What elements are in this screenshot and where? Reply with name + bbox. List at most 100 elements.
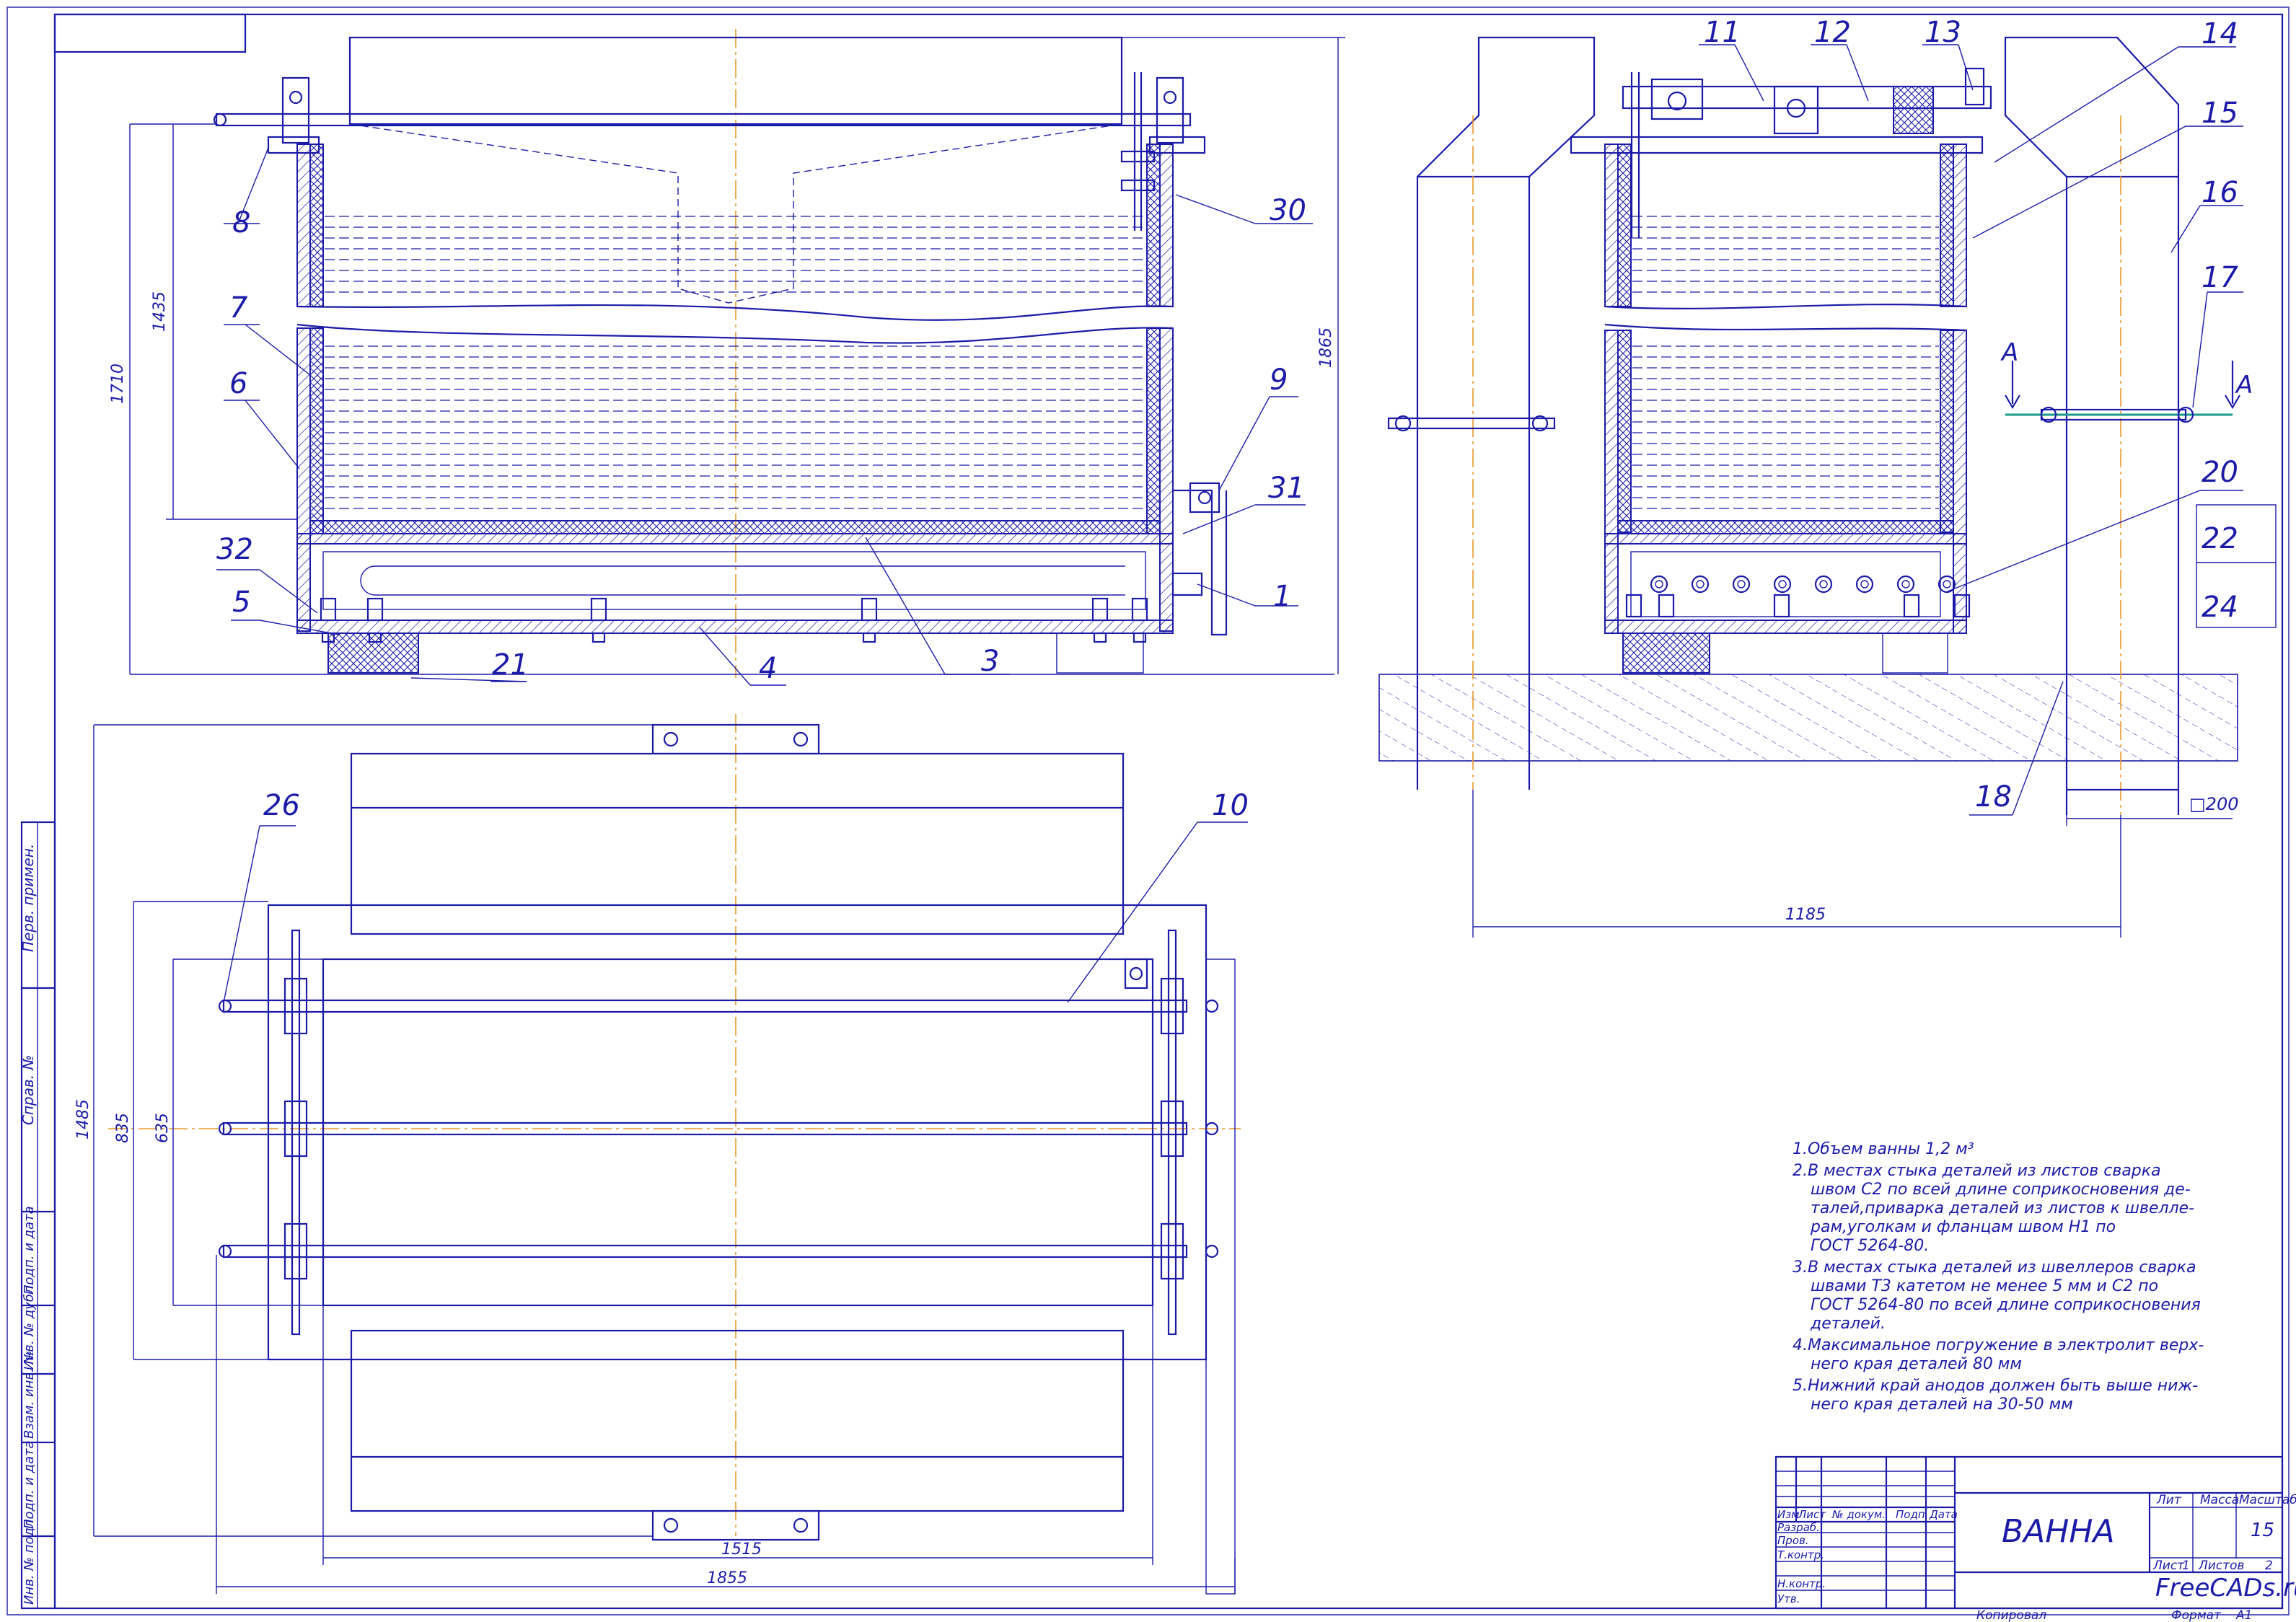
rod-nut [1205, 1121, 1219, 1136]
callout-21: 21 [492, 648, 529, 682]
tb-role-tech-control: Т.контр. [1777, 1548, 1824, 1561]
note-line-5: рам,уголкам и фланцам швом Н1 по [1810, 1218, 2116, 1236]
heater-tube-core [1860, 580, 1869, 589]
bolt [1953, 594, 1971, 618]
plan-view [108, 714, 1241, 1595]
rod-clamp [283, 977, 308, 1035]
anode-rod [222, 1244, 1188, 1259]
heater-tube-core [1737, 580, 1746, 589]
callout-10: 10 [1212, 789, 1249, 822]
heater-tube [1814, 575, 1833, 594]
tb-mass-value: 15 [2251, 1520, 2274, 1541]
rod-nut [218, 999, 232, 1013]
tb-sheets-label: Листов [2198, 1559, 2245, 1573]
bolt [590, 597, 607, 622]
tb-role-norm-control: Н.контр. [1777, 1577, 1826, 1590]
callout-13: 13 [1925, 16, 1961, 49]
dim-1185: 1185 [1785, 906, 1826, 924]
stamp-sign-date-2: Подп. и дата [22, 1440, 37, 1529]
bolt [1625, 594, 1642, 618]
note-line-8: швами Т3 катетом не менее 5 мм и С2 по [1811, 1277, 2158, 1295]
plan-callouts: 26 10 [223, 789, 1249, 1003]
anode-rod [222, 999, 1188, 1013]
callout-6: 6 [229, 367, 247, 400]
bolt [366, 597, 384, 622]
front-dimensions: 1710 1435 1865 [109, 37, 1345, 675]
side-stamp: Перв. примен. Справ. № Подп. и дата Инв.… [19, 821, 56, 1610]
rod-clamp [283, 1222, 308, 1280]
section-mark-left: А [2000, 338, 2018, 367]
note-line-6: ГОСТ 5264-80. [1811, 1237, 1929, 1255]
bolt-nut [1093, 632, 1107, 643]
callout-14: 14 [2202, 17, 2238, 50]
callout-3: 3 [981, 645, 999, 678]
title-block: Изм Лист № докум. Подп. Дата Разраб. Про… [1774, 1455, 2296, 1622]
callout-15: 15 [2202, 97, 2238, 130]
tb-header-date: Дата [1929, 1508, 1958, 1521]
callout-17: 17 [2202, 261, 2238, 294]
technical-notes: 1.Объем ванны 1,2 м³ 2.В местах стыка де… [1793, 1140, 2204, 1414]
note-line-13: 5.Нижний край анодов должен быть выше ни… [1793, 1377, 2198, 1395]
note-line-2: 2.В местах стыка деталей из листов сварк… [1793, 1162, 2161, 1180]
tb-mass-label: Масса [2200, 1493, 2239, 1507]
rod-clamp [283, 1100, 308, 1158]
dim-1435: 1435 [151, 291, 169, 332]
tb-header-doc: № докум. [1831, 1508, 1886, 1521]
bolt [1131, 597, 1148, 622]
callout-8: 8 [232, 206, 250, 239]
note-line-14: него края деталей на 30-50 мм [1811, 1396, 2073, 1414]
callout-7: 7 [229, 291, 248, 325]
heater-tube-core [1901, 580, 1910, 589]
heater-tube [1855, 575, 1874, 594]
dim-1855: 1855 [707, 1569, 747, 1587]
callout-31: 31 [1268, 472, 1305, 505]
front-view [213, 29, 1228, 678]
stamp-replace-inv: Взам. инв. № [22, 1351, 37, 1439]
dim-1865: 1865 [1317, 327, 1335, 368]
callout-4: 4 [759, 652, 777, 685]
rod-clamp [1160, 1100, 1184, 1158]
heater-tube-core [1943, 580, 1951, 589]
note-line-1: 1.Объем ванны 1,2 м³ [1793, 1140, 1974, 1158]
bolt [1658, 594, 1675, 618]
bolt [1091, 597, 1109, 622]
note-line-12: него края деталей 80 мм [1811, 1355, 2022, 1373]
rod-nut [218, 1121, 232, 1136]
rod-nut [1205, 1244, 1219, 1259]
stamp-ref-number: Справ. № [19, 1055, 37, 1125]
bolt-nut [862, 632, 876, 643]
drawing-title: ВАННА [2002, 1513, 2115, 1550]
heater-tube-core [1778, 580, 1787, 589]
tb-sheets-value: 2 [2265, 1559, 2273, 1573]
callout-32: 32 [216, 533, 253, 566]
tb-header-izm: Изм [1777, 1508, 1800, 1521]
dim-635: 635 [154, 1113, 172, 1143]
callout-20: 20 [2202, 456, 2238, 489]
dim-1485: 1485 [74, 1099, 92, 1140]
plan-dimensions: 1485 835 635 1515 1855 [74, 724, 1236, 1594]
callout-30: 30 [1270, 194, 1306, 227]
anode-rod [222, 1121, 1188, 1136]
note-line-3: швом С2 по всей длине соприкосновения де… [1811, 1181, 2191, 1199]
heater-tube [1650, 575, 1668, 594]
tb-role-checker: Пров. [1777, 1534, 1809, 1547]
callout-18: 18 [1975, 780, 2012, 814]
note-line-10: деталей. [1810, 1315, 1886, 1333]
dim-1710: 1710 [109, 363, 127, 404]
heater-tube-core [1655, 580, 1663, 589]
note-line-11: 4.Максимальное погружение в электролит в… [1793, 1336, 2204, 1354]
heater-tube [1732, 575, 1751, 594]
side-callouts: 11 12 13 14 15 16 17 20 22 24 18 [1699, 16, 2277, 816]
callout-11: 11 [1704, 16, 1741, 49]
rod-clamp [1160, 977, 1184, 1035]
guide-bar [291, 929, 301, 1336]
heater-tube [1896, 575, 1915, 594]
note-line-7: 3.В местах стыка деталей из швеллеров св… [1793, 1259, 2196, 1277]
stamp-first-use: Перв. примен. [19, 844, 37, 952]
heater-tube-core [1819, 580, 1828, 589]
side-view: А А [1378, 36, 2253, 815]
tb-scale-label: Масштаб [2239, 1493, 2296, 1507]
sheet-frame [6, 6, 2290, 1616]
tb-sheet-value: 1 [2182, 1559, 2190, 1573]
